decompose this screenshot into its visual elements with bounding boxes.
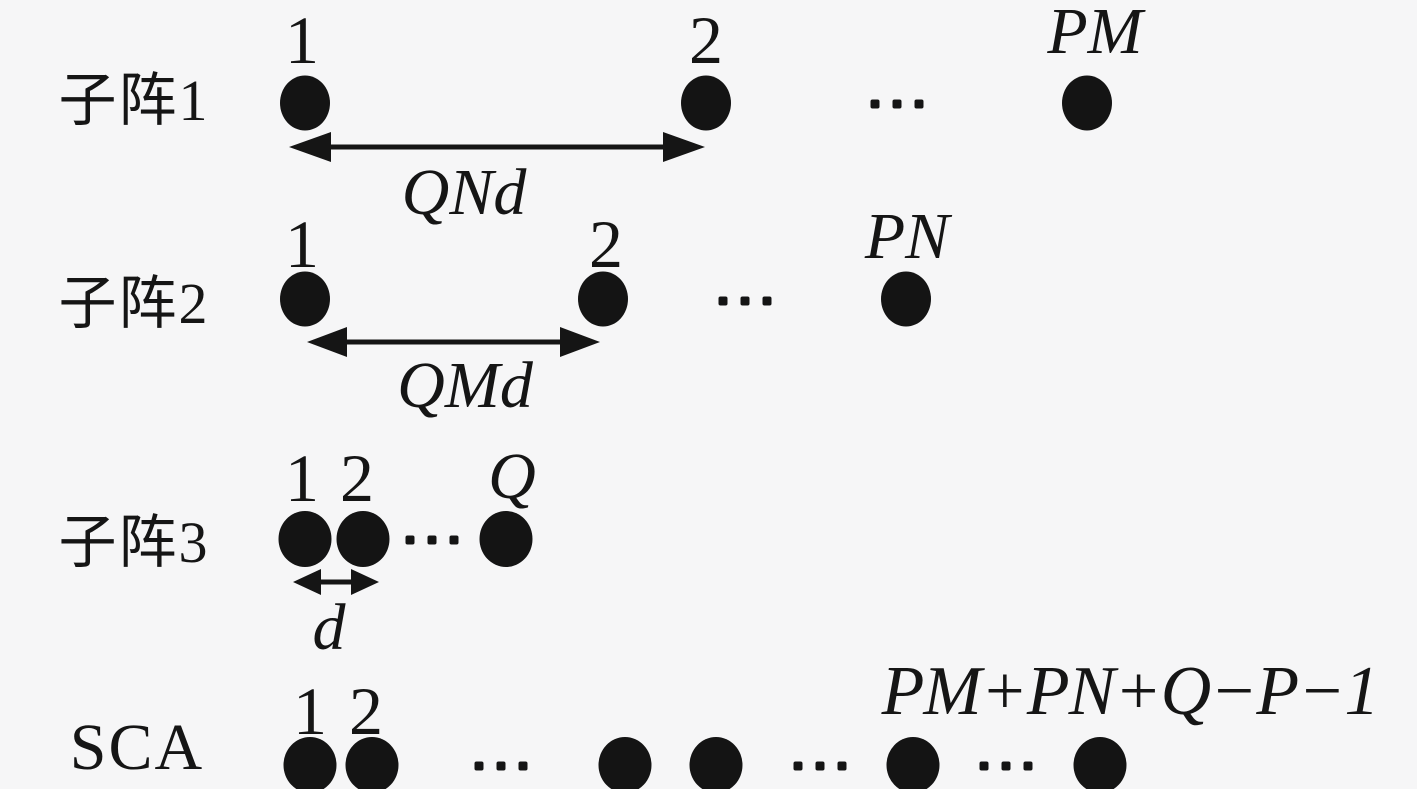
sensor-index-label: 2 [349,673,383,749]
sensor-index-label: PN [864,200,950,273]
row-label-sca: SCA [69,711,205,784]
sensor-dot [278,511,332,567]
row-label-subarray-1: 子阵1 [58,68,210,133]
ellipsis-icon [979,761,1033,771]
sensor-dot [280,271,330,327]
ellipsis-icon [405,535,459,545]
ellipsis-icon [718,296,772,306]
sensor-dot [681,75,731,131]
spacing-arrow-icon [307,327,600,357]
sensor-index-label: PM+PN+Q−P−1 [881,653,1380,730]
sensor-index-label: 1 [285,440,319,516]
sensor-index-label: 2 [689,2,723,78]
sensor-index-label: Q [488,440,536,513]
sensor-dot [345,737,399,789]
ellipsis-icon [474,761,528,771]
spacing-label: QMd [397,349,533,422]
sensor-index-label: 2 [589,206,623,282]
sensor-index-label: 1 [285,206,319,282]
sensor-dot [689,737,743,789]
sensor-dot [479,511,533,567]
row-label-subarray-3: 子阵3 [58,510,210,575]
sensor-dot [1073,737,1127,789]
ellipsis-icon [793,761,847,771]
sensor-dot [280,75,330,131]
sensor-dot [578,271,628,327]
sensor-dot [336,511,390,567]
spacing-arrow-icon [293,569,379,595]
spacing-label: d [312,591,346,664]
spacing-arrow-icon [289,132,705,162]
sensor-index-label: PM [1047,0,1143,68]
ellipsis-icon [870,99,924,109]
sensor-dot [881,271,931,327]
sensor-index-label: 1 [285,2,319,78]
sensor-dot [1062,75,1112,131]
row-label-subarray-2: 子阵2 [58,271,210,336]
sensor-dot [886,737,940,789]
sensor-index-label: 1 [293,673,327,749]
spacing-label: QNd [401,156,527,229]
sensor-dot [283,737,337,789]
sensor-dot [598,737,652,789]
sensor-index-label: 2 [340,440,374,516]
